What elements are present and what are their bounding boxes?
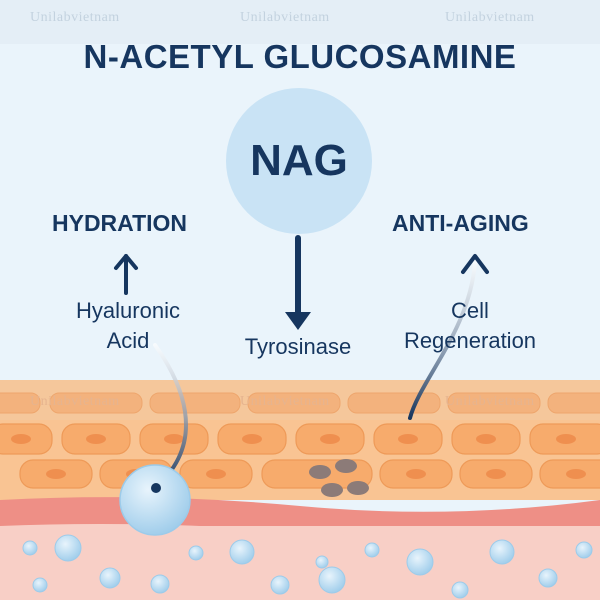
anti-aging-arrowhead [461,254,489,274]
hyaluronic-acid-bubble [119,464,191,536]
watermark-text: Unilabvietnam [30,10,120,25]
top-cells [0,392,600,414]
watermark-text: Unilabvietnam [240,394,330,409]
cell-nuclei-1 [11,434,576,444]
cell-line-1: Cell [451,298,489,323]
anti-aging-heading: ANTI-AGING [392,210,529,236]
dermis-bubbles [22,534,593,599]
page-title: N-ACETYL GLUCOSAMINE [83,38,517,75]
hydration-arrow [114,254,138,295]
hydration-heading: HYDRATION [52,210,188,236]
watermark-strip: Unilabvietnam Unilabvietnam Unilabvietna… [0,0,600,44]
watermark-text: Unilabvietnam [445,10,535,25]
watermark-text: Unilabvietnam [445,394,535,409]
cell-row-1 [0,423,600,455]
nag-label: NAG [250,136,348,185]
watermark-text: Unilabvietnam [240,10,330,25]
nag-circle: NAG [226,88,372,234]
cell-line-2: Regeneration [403,328,537,353]
hyaluronic-line-2: Acid [106,328,150,353]
cell-regeneration-label: Cell Regeneration [394,296,546,356]
tyrosinase-label: Tyrosinase [244,334,352,359]
hyaluronic-acid-label: Hyaluronic Acid [58,296,198,356]
watermark-text: Unilabvietnam [30,394,120,409]
cell-regeneration-arrow [408,260,477,420]
melanin-granules [309,459,369,497]
hyaluronic-line-1: Hyaluronic [76,298,180,323]
